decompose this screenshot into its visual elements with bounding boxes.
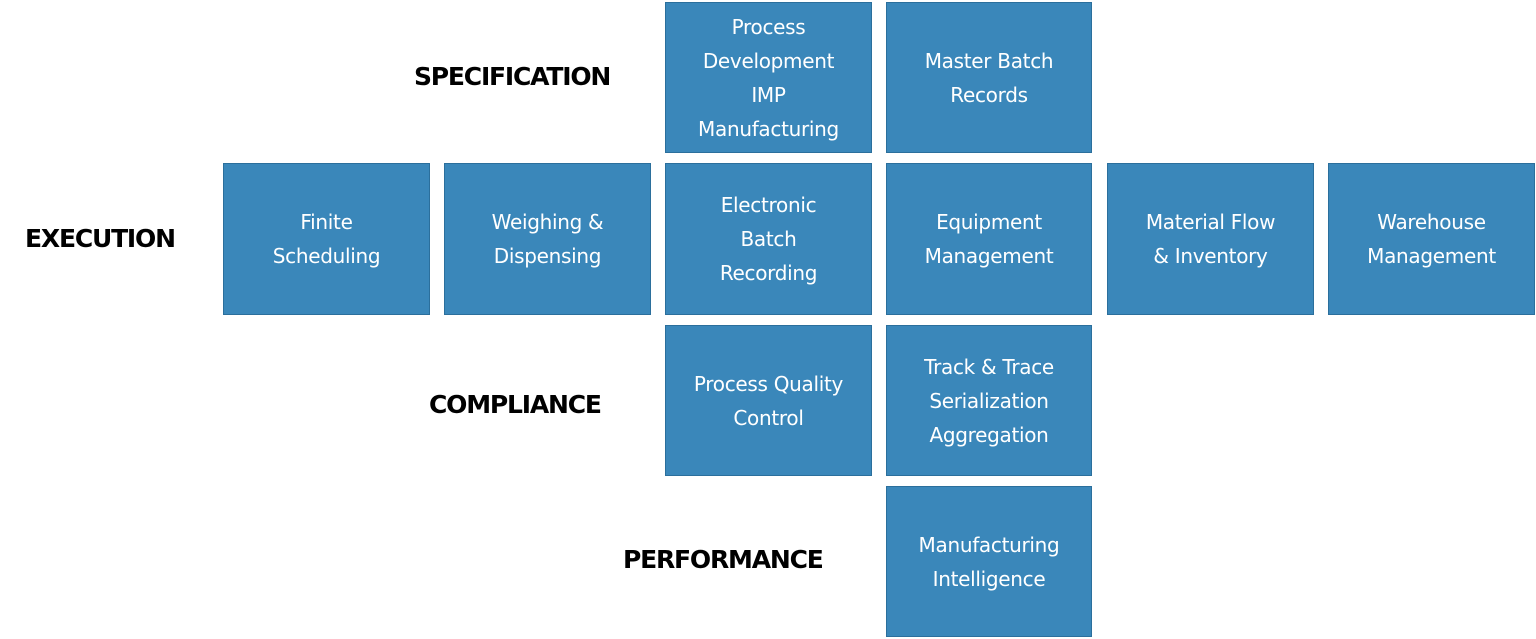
- tile-weighing-dispensing-label: Weighing & Dispensing: [491, 210, 604, 268]
- tile-electronic-batch-recording: Electronic Batch Recording: [665, 163, 872, 315]
- tile-process-development-label: Process Development IMP Manufacturing: [698, 14, 839, 141]
- tile-electronic-batch-recording-label: Electronic Batch Recording: [719, 193, 818, 285]
- tile-finite-scheduling-label: Finite Scheduling: [272, 210, 381, 268]
- tile-equipment-management: Equipment Management: [886, 163, 1092, 315]
- tile-manufacturing-intelligence: Manufacturing Intelligence: [886, 486, 1092, 637]
- tile-warehouse-management-label: Warehouse Management: [1367, 210, 1496, 268]
- tile-manufacturing-intelligence-label: Manufacturing Intelligence: [918, 532, 1060, 591]
- category-label-specification: SPECIFICATION: [414, 62, 611, 91]
- tile-finite-scheduling: Finite Scheduling: [223, 163, 430, 315]
- tile-process-quality-control-label: Process Quality Control: [693, 371, 844, 430]
- tile-master-batch-records-label: Master Batch Records: [924, 48, 1054, 107]
- tile-equipment-management-label: Equipment Management: [924, 210, 1054, 268]
- tile-material-flow-inventory-label: Material Flow & Inventory: [1145, 210, 1276, 268]
- tile-track-trace-label: Track & Trace Serialization Aggregation: [924, 354, 1054, 447]
- tile-master-batch-records: Master Batch Records: [886, 2, 1092, 153]
- tile-material-flow-inventory: Material Flow & Inventory: [1107, 163, 1314, 315]
- tile-process-quality-control: Process Quality Control: [665, 325, 872, 476]
- category-label-compliance: COMPLIANCE: [429, 390, 602, 419]
- tile-warehouse-management: Warehouse Management: [1328, 163, 1535, 315]
- tile-process-development: Process Development IMP Manufacturing: [665, 2, 872, 153]
- tile-track-trace: Track & Trace Serialization Aggregation: [886, 325, 1092, 476]
- category-label-execution: EXECUTION: [25, 224, 176, 253]
- tile-weighing-dispensing: Weighing & Dispensing: [444, 163, 651, 315]
- category-label-performance: PERFORMANCE: [623, 545, 824, 574]
